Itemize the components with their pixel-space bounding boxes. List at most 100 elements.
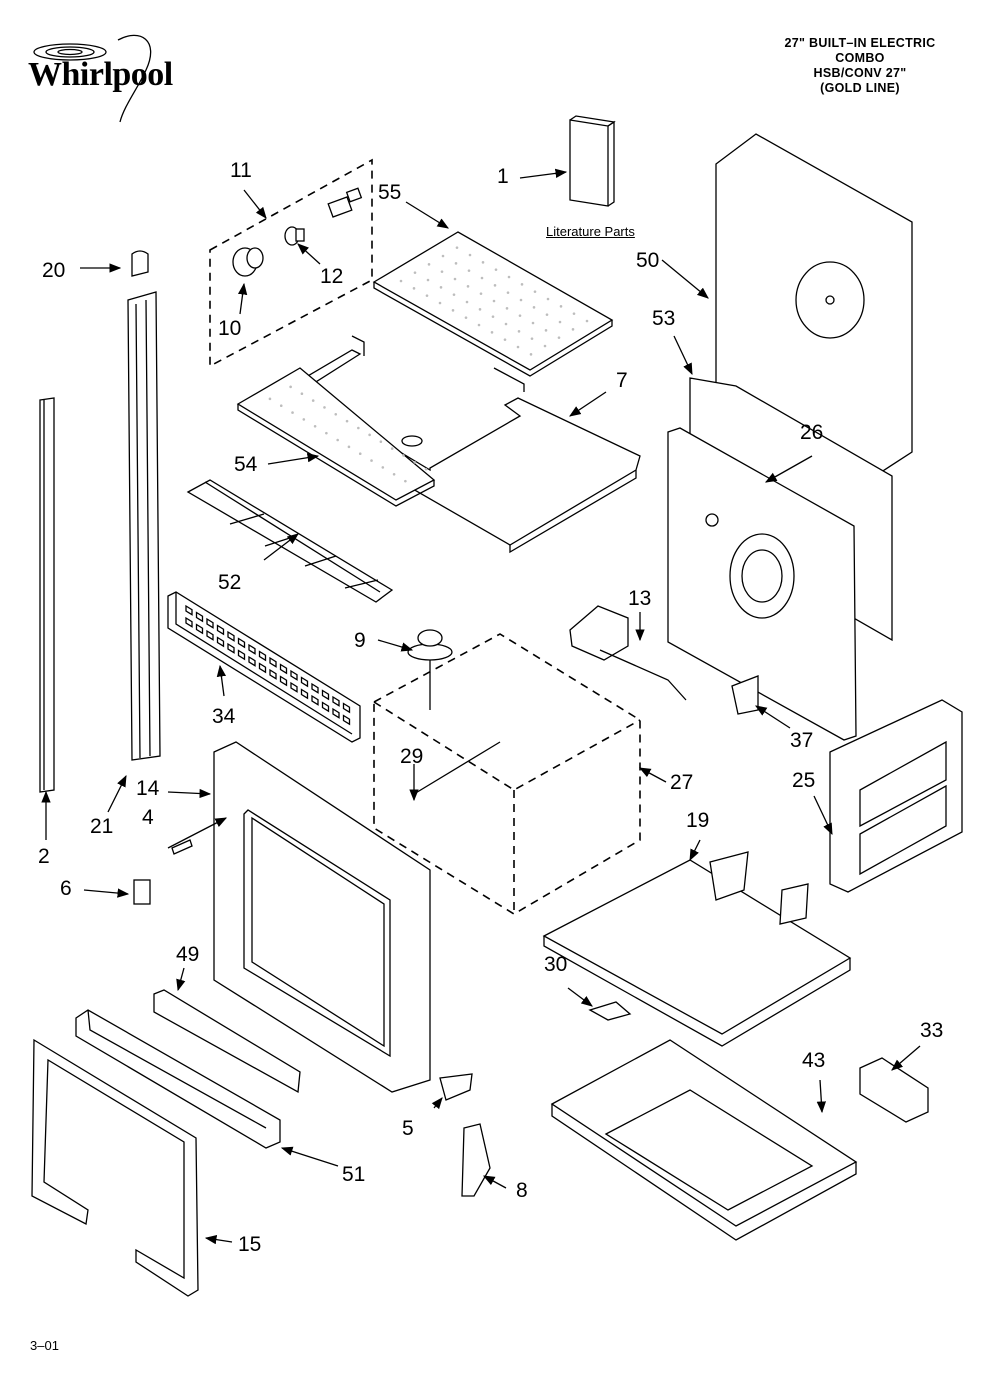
insulation-texture-dot <box>381 466 385 469</box>
grille-slot <box>269 668 277 680</box>
part-21-side-trim-channel <box>127 291 161 761</box>
insulation-texture-dot <box>439 286 443 289</box>
grille-slot <box>342 714 351 726</box>
insulation-texture-dot <box>404 479 407 483</box>
part-37-thermal-limit <box>731 675 759 715</box>
insulation-texture-dot <box>504 322 508 326</box>
insulation-texture-dot <box>392 472 396 476</box>
literature-parts-label: Literature Parts <box>546 224 635 239</box>
insulation-texture-dot <box>440 270 444 273</box>
insulation-texture-dot <box>466 285 470 288</box>
insulation-texture-dot <box>532 306 536 309</box>
insulation-texture-dot <box>402 454 405 457</box>
callout-4: 4 <box>142 806 154 829</box>
insulation-texture-dot <box>325 431 328 435</box>
grille-slot <box>227 642 235 654</box>
part-1-literature <box>569 115 616 207</box>
insulation-texture-dot <box>336 438 339 442</box>
insulation-texture-dot <box>427 263 431 266</box>
insulation-texture-dot <box>370 459 373 462</box>
insulation-texture-dot <box>481 261 485 264</box>
insulation-texture-dot <box>425 294 429 297</box>
insulation-texture-dot <box>345 419 349 423</box>
insulation-texture-dot <box>454 262 458 265</box>
insulation-texture-dot <box>399 279 403 283</box>
insulation-texture-dot <box>426 278 430 282</box>
callout-5: 5 <box>402 1117 414 1140</box>
callout-leader-lines <box>41 168 921 1245</box>
grille-slot <box>332 695 340 707</box>
insulation-texture-dot <box>559 305 563 308</box>
grille-slot <box>321 701 330 713</box>
callout-13: 13 <box>628 587 652 610</box>
footer-code: 3–01 <box>30 1338 59 1353</box>
insulation-texture-dot <box>468 253 472 257</box>
insulation-texture-dot <box>413 460 417 464</box>
callout-43: 43 <box>802 1049 826 1072</box>
insulation-texture-dot <box>368 433 371 437</box>
insulation-texture-dot <box>379 440 383 444</box>
callout-50: 50 <box>636 249 660 272</box>
insulation-texture-dot <box>279 404 283 408</box>
callout-37: 37 <box>790 729 814 752</box>
grille-slot <box>185 604 193 616</box>
grille-slot <box>237 637 246 649</box>
part-8-bracket <box>461 1123 491 1197</box>
callout-2: 2 <box>38 845 50 868</box>
insulation-texture-dot <box>451 309 455 312</box>
part-33-terminal-block <box>859 1057 929 1123</box>
callout-1: 1 <box>497 165 509 188</box>
insulation-texture-dot <box>478 308 482 311</box>
grille-slot <box>195 611 204 623</box>
insulation-texture-dot <box>313 424 317 428</box>
insulation-texture-dot <box>518 314 522 317</box>
insulation-texture-dot <box>533 290 537 293</box>
callout-7: 7 <box>616 369 628 392</box>
grille-slot <box>216 636 225 648</box>
insulation-texture-dot <box>413 271 417 274</box>
part-51-front-trim <box>75 1009 281 1149</box>
part-13-element-heater <box>569 605 687 701</box>
insulation-texture-dot <box>467 269 471 272</box>
part-29-sensor-probe <box>413 741 501 795</box>
callout-21: 21 <box>90 815 114 838</box>
insulation-texture-dot <box>438 301 442 305</box>
part-7-top-panel <box>282 335 641 554</box>
callout-8: 8 <box>516 1179 528 1202</box>
title-line-4: (GOLD LINE) <box>820 81 900 95</box>
insulation-texture-dot <box>289 385 292 389</box>
whirlpool-logo-swirl <box>33 34 152 123</box>
lamp-socket <box>327 187 363 218</box>
insulation-texture-dot <box>507 275 511 279</box>
insulation-texture-dot <box>531 321 535 325</box>
insulation-texture-dot <box>424 467 428 471</box>
insulation-texture-dot <box>543 344 547 348</box>
grille-slot <box>332 707 340 719</box>
callout-11: 11 <box>230 159 252 182</box>
insulation-texture-dot <box>505 307 509 310</box>
insulation-texture-dot <box>412 287 416 290</box>
insulation-texture-dot <box>480 276 484 280</box>
insulation-texture-dot <box>557 336 561 339</box>
insulation-texture-dot <box>546 297 550 301</box>
grille-slot <box>248 643 256 655</box>
grille-slot <box>195 623 204 635</box>
insulation-texture-dot <box>545 313 549 316</box>
grille-slot <box>248 655 256 667</box>
insulation-texture-dot <box>494 268 498 271</box>
insulation-texture-dot <box>311 399 315 402</box>
grille-slot <box>258 650 267 662</box>
callout-19: 19 <box>686 809 710 832</box>
part-4-screw <box>171 839 193 855</box>
insulation-texture-dot <box>479 292 483 295</box>
insulation-texture-dot <box>516 345 520 349</box>
part-6-clip <box>133 879 151 905</box>
part-19-bottom-panel <box>542 851 852 1047</box>
grille-slot <box>311 682 319 694</box>
insulation-texture-dot <box>503 338 507 341</box>
grille-slot <box>321 689 330 701</box>
insulation-texture-dot <box>334 412 338 416</box>
insulation-texture-dot <box>302 418 306 421</box>
grille-slot <box>279 675 288 687</box>
